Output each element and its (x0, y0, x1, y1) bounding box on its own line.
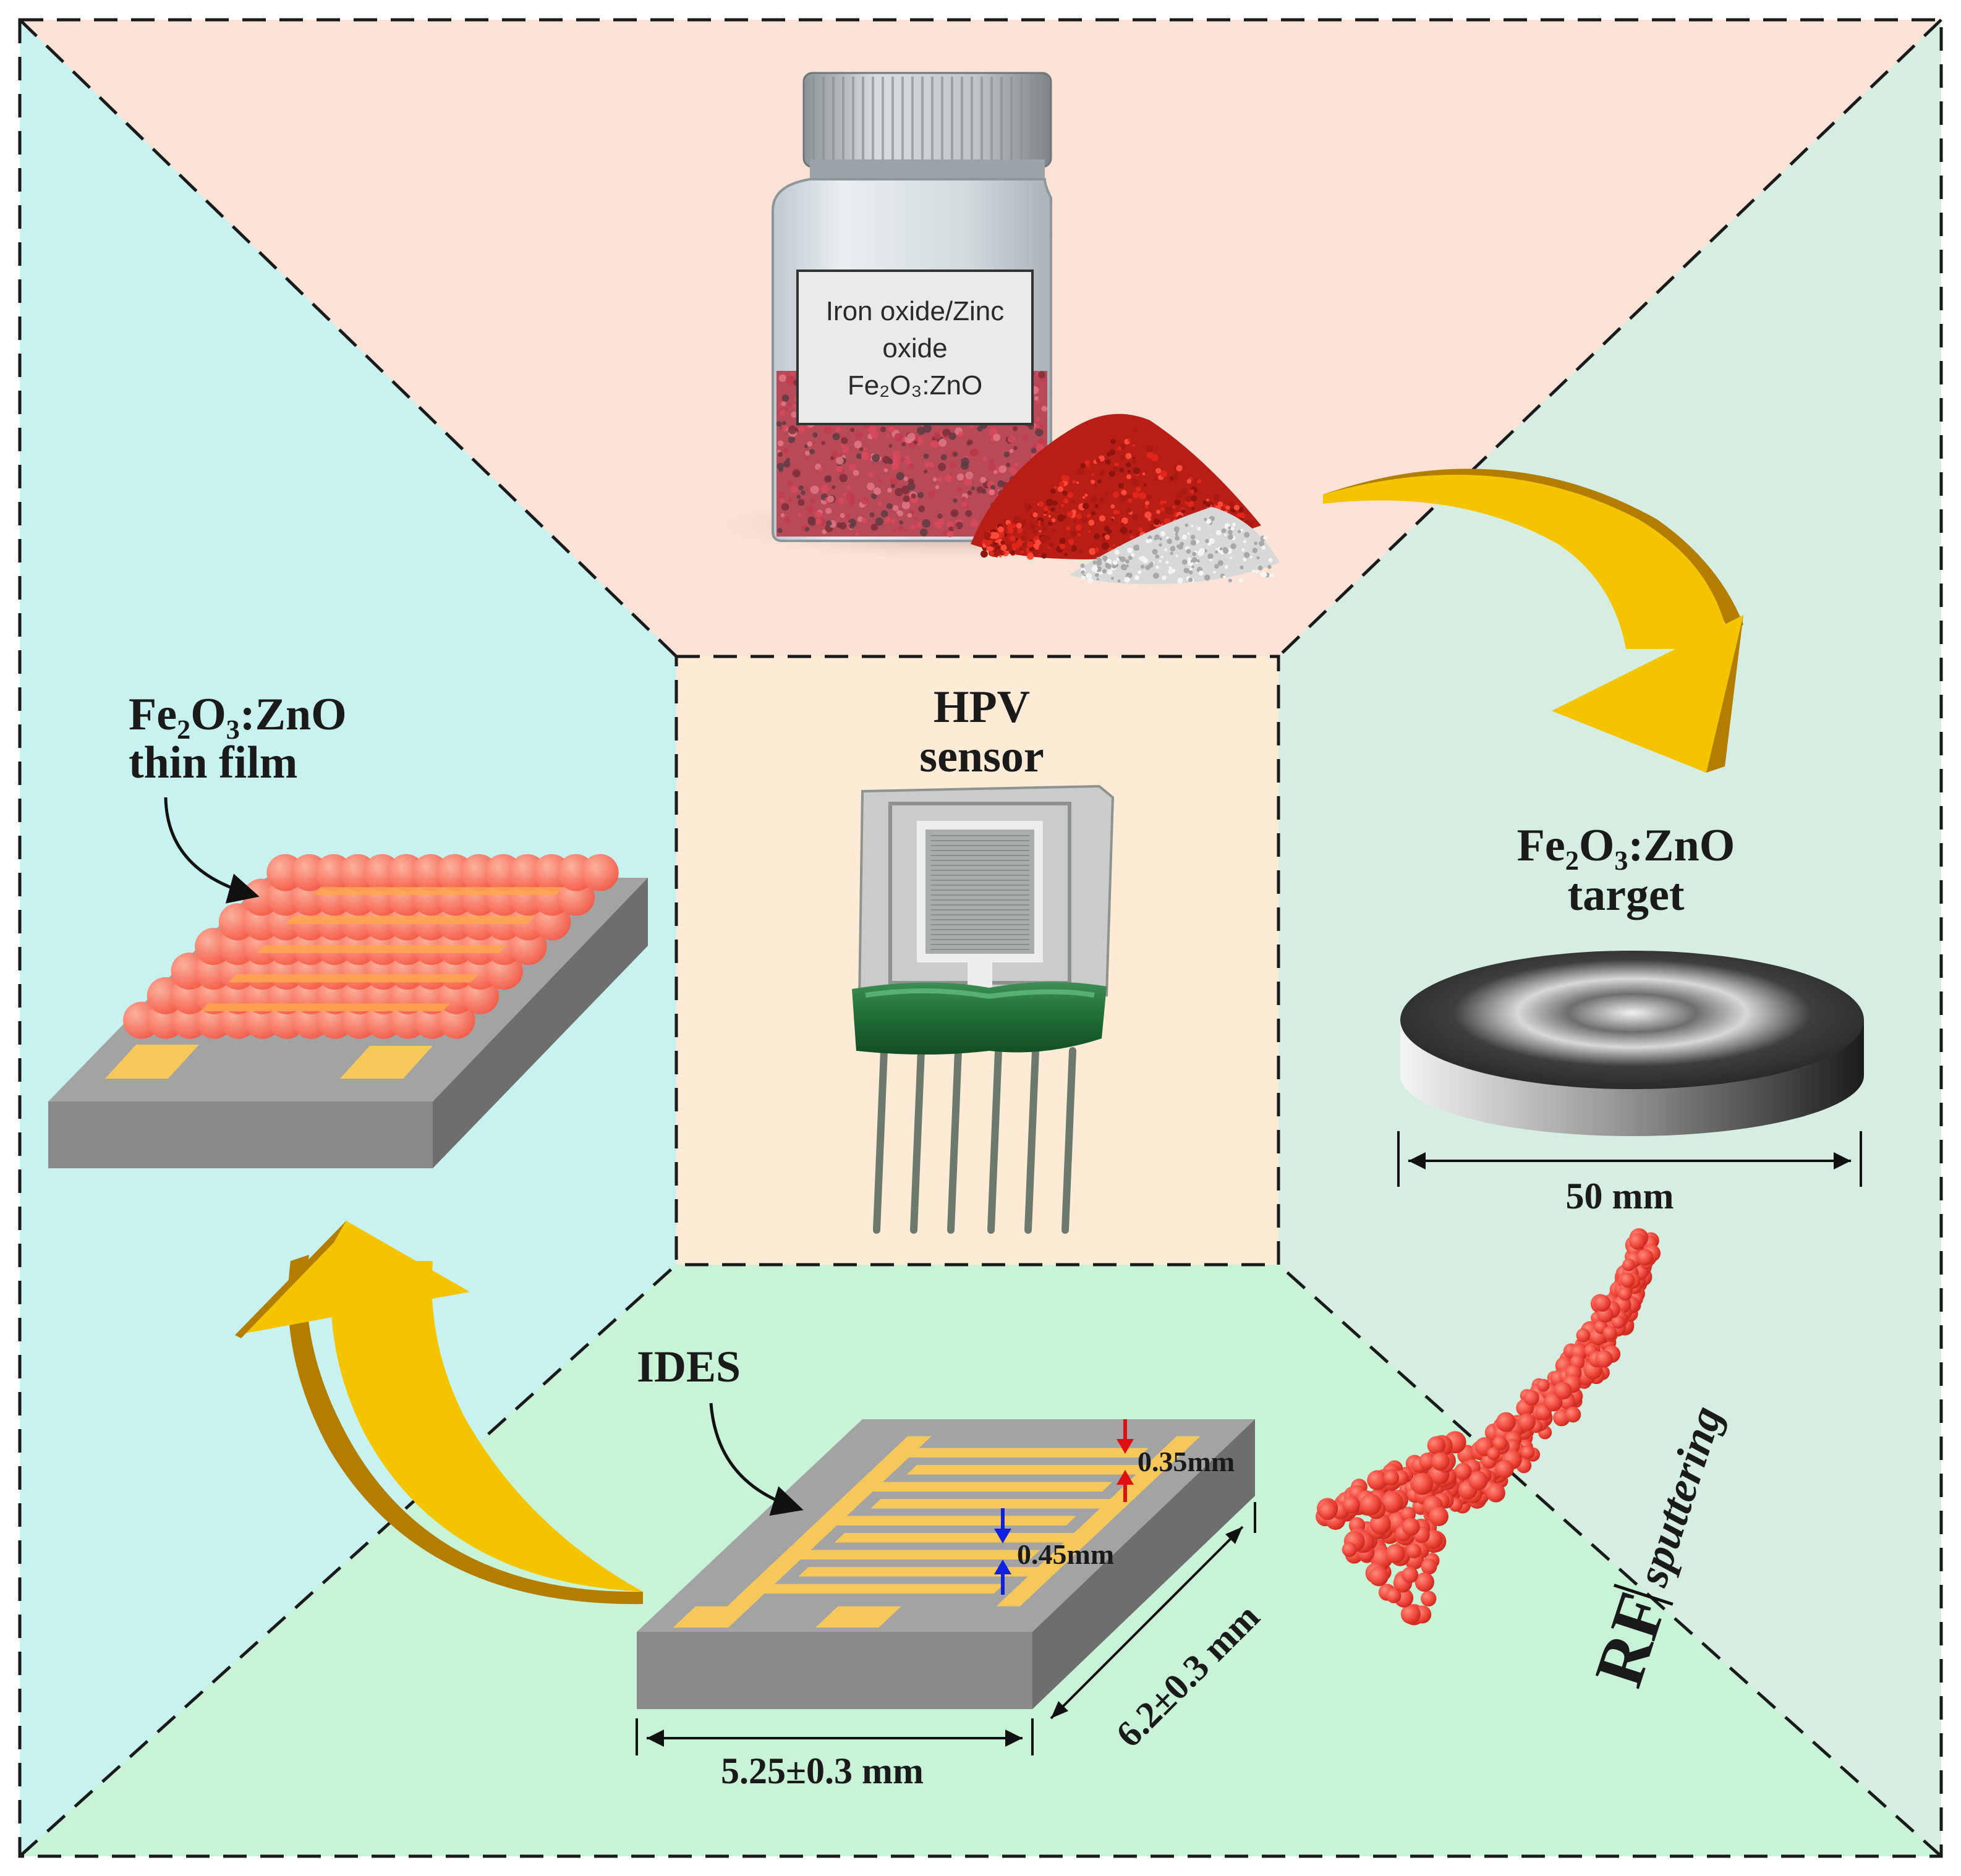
film-pad-right (340, 1046, 433, 1079)
ides-electrodes (673, 1436, 1201, 1628)
target-label-line1: Fe₂O₃:ZnO (1517, 820, 1735, 871)
film-substrate-front (48, 1101, 433, 1168)
gap-blue-label: 0.45mm (1017, 1539, 1114, 1570)
target-disc-top (1400, 951, 1864, 1089)
jar-label-line3: Fe₂O₃:ZnO (848, 370, 982, 401)
red-gap-marker (1117, 1419, 1134, 1502)
dashed-frame (18, 18, 1943, 1858)
target-diameter-label: 50 mm (1566, 1176, 1674, 1216)
target-label-line2: target (1568, 870, 1685, 920)
gap-red-label: 0.35mm (1138, 1446, 1235, 1477)
sputter-target: Fe₂O₃:ZnO target 50 mm (1397, 820, 1864, 1216)
hpv-sensor: HPV sensor (852, 682, 1115, 1234)
film-substrate-side (433, 878, 648, 1168)
ides-width-dimension (636, 1718, 1034, 1755)
thin-film-chip: Fe₂O₃:ZnO thin film (48, 689, 648, 1168)
powder-piles (971, 414, 1280, 584)
sensor-leads (873, 1047, 1076, 1234)
film-pad-left (105, 1045, 199, 1079)
film-electrodes (200, 887, 564, 1012)
film-label-line2: thin film (129, 737, 297, 788)
ides-width-label: 5.25±0.3 mm (721, 1751, 924, 1791)
hpv-label-line1: HPV (934, 682, 1030, 732)
jar-label (796, 270, 1034, 425)
blue-gap-marker (994, 1508, 1011, 1595)
target-diameter-dimension (1397, 1131, 1862, 1187)
film-pointer-arrow (164, 797, 260, 904)
sensor-pattern-lines (930, 835, 1029, 950)
ides-substrate-front (637, 1632, 1032, 1709)
ides-label: IDES (637, 1342, 741, 1391)
ides-substrate-side (1032, 1419, 1255, 1709)
sensor-green-encapsulation (852, 982, 1107, 1055)
ides-pointer-arrow (709, 1403, 804, 1516)
gold-curved-arrow-right (1323, 469, 1743, 773)
jar-label-line1: Iron oxide/Zinc (826, 296, 1005, 326)
right-panel (1278, 20, 1941, 1856)
rf-sputtering-particle-arrow (1316, 1228, 1661, 1626)
gold-curved-arrow-up (235, 1221, 643, 1605)
jar-cap (802, 72, 1052, 168)
jar-label-line2: oxide (882, 333, 947, 363)
hpv-label-line2: sensor (919, 731, 1044, 782)
ides-depth-dimension (1050, 1502, 1256, 1720)
film-label-line1: Fe₂O₃:ZnO (129, 689, 347, 740)
